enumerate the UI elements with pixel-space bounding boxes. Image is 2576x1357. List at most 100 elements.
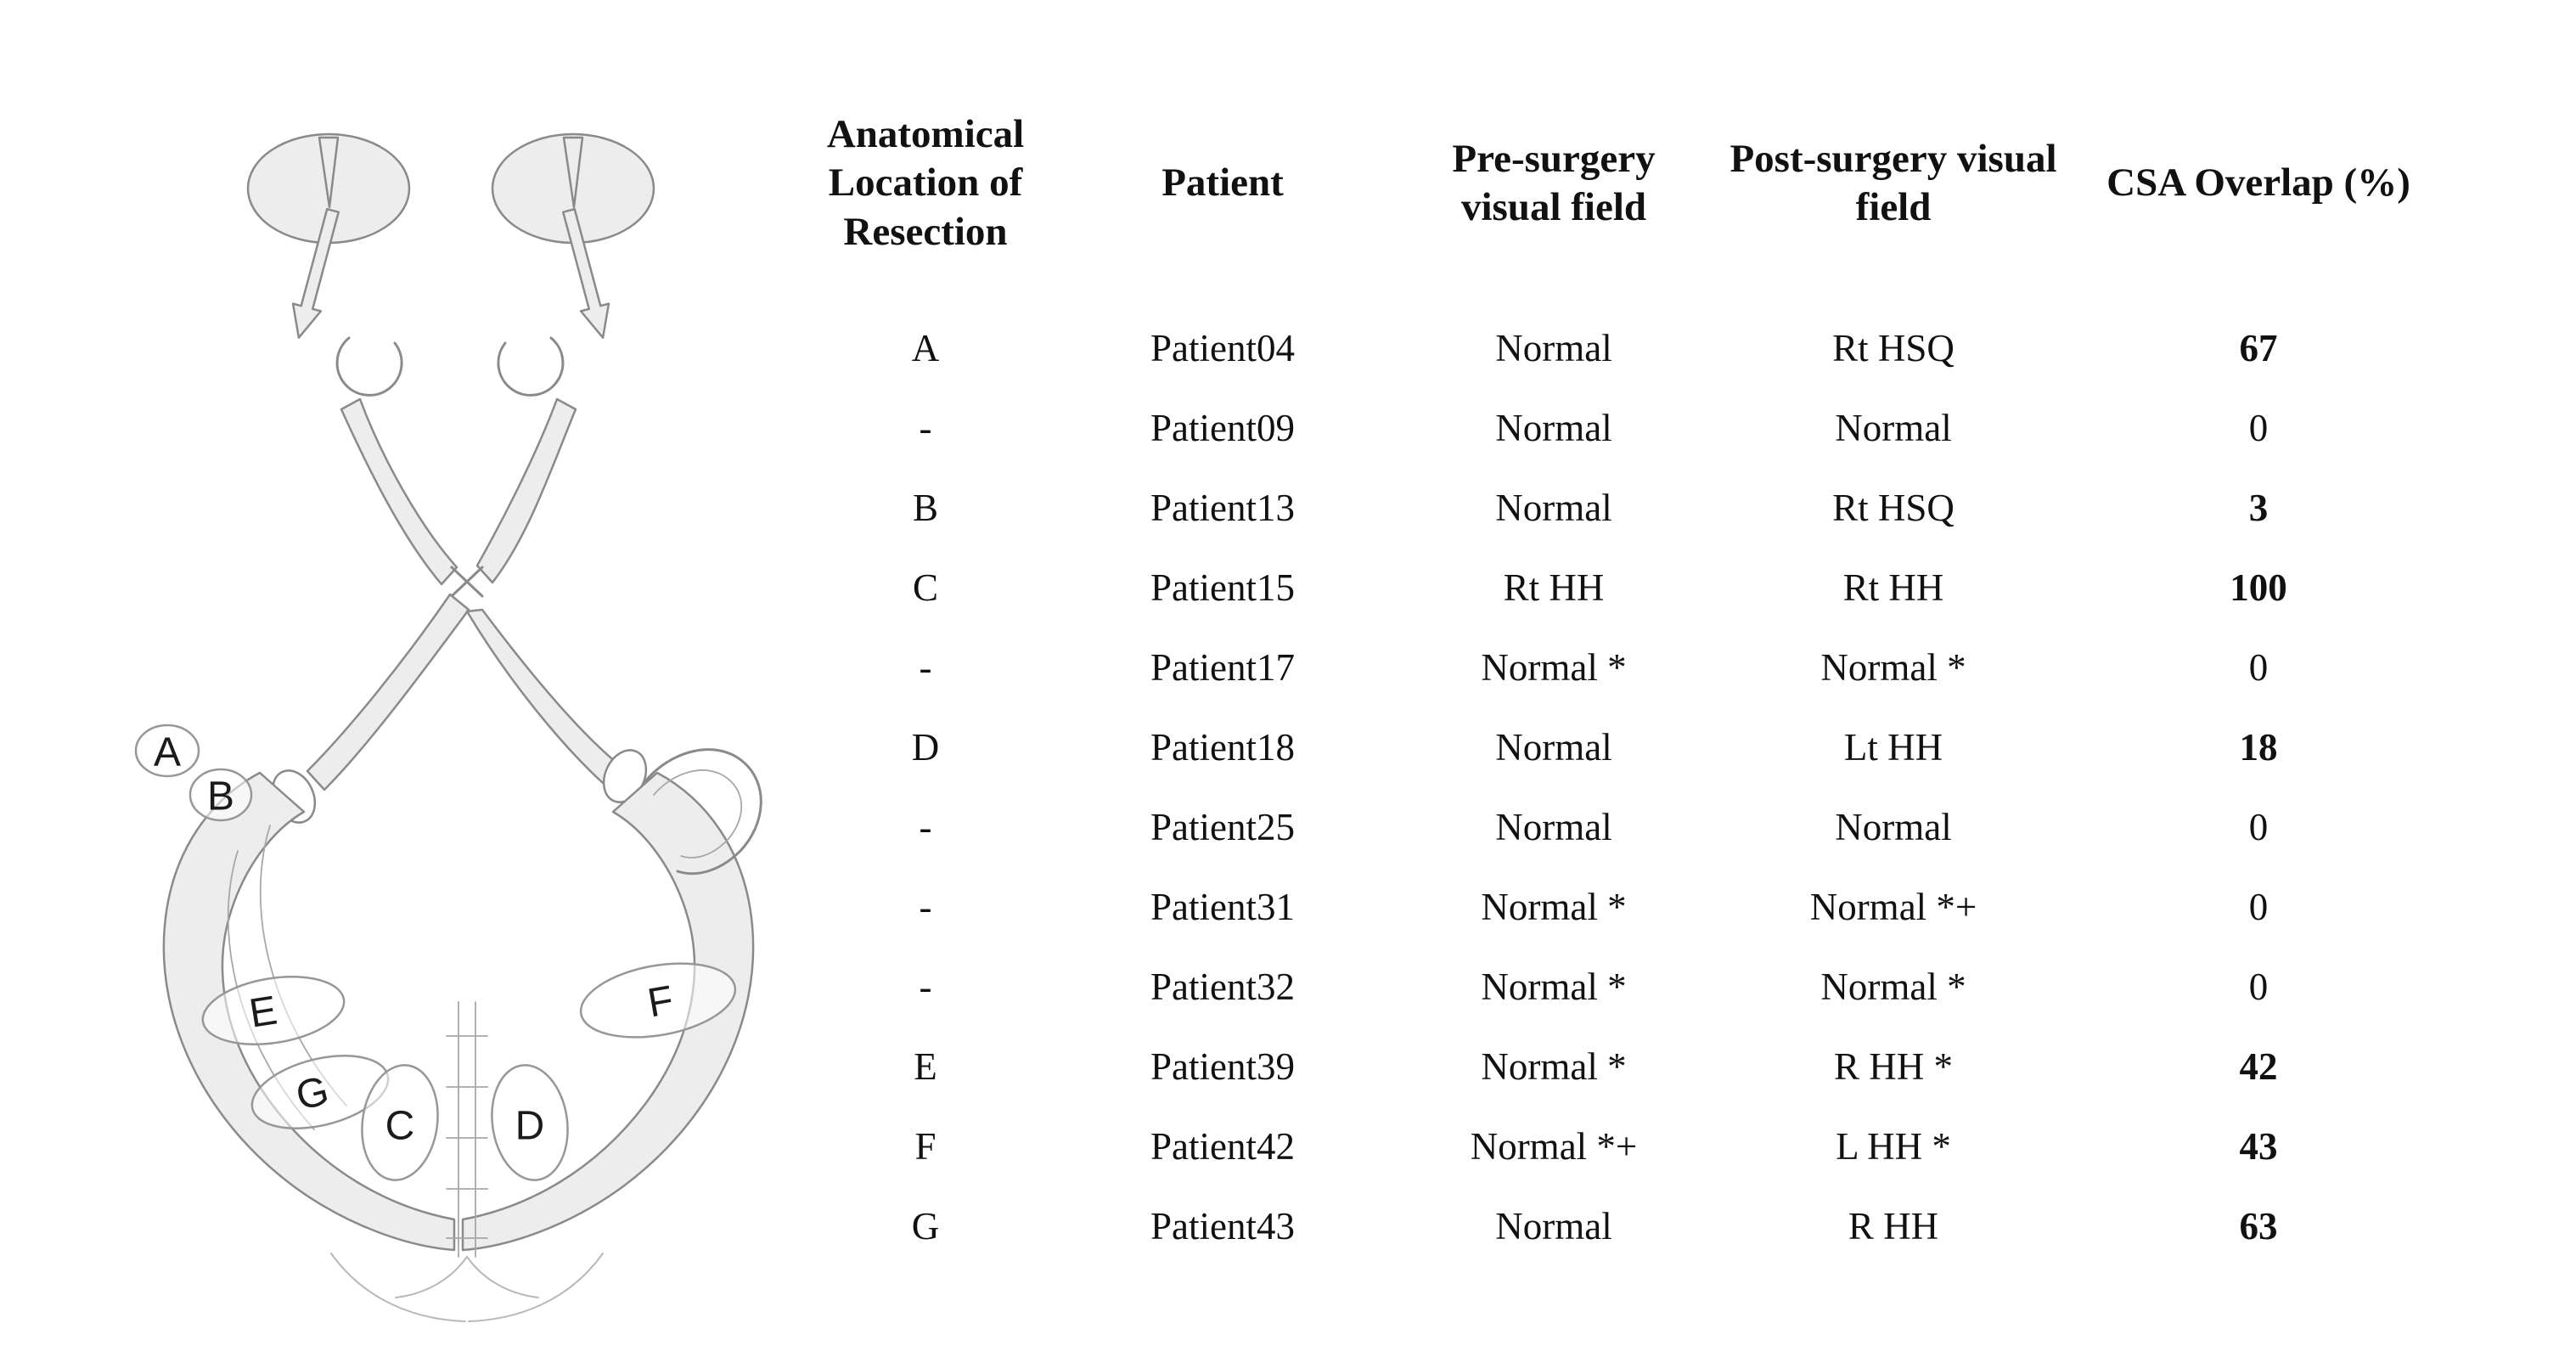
left-optic-radiation [162, 771, 456, 1252]
meyers-loop-inner-line [653, 769, 743, 859]
left-optic-nerve [340, 397, 458, 586]
left-eye-icon [246, 132, 411, 245]
cell-patient: Patient04 [1150, 326, 1295, 369]
header-patient: Patient [1161, 160, 1284, 206]
diagram-label-e: E [201, 975, 346, 1046]
cell-post: Normal *+ [1809, 885, 1977, 928]
cell-location: A [911, 326, 940, 369]
cell-patient: Patient42 [1150, 1124, 1295, 1168]
label-letter-b: B [207, 774, 234, 819]
header-post-surgery: Post-surgery visual field [1730, 136, 2057, 229]
diagram-label-c: C [361, 1064, 439, 1181]
table-row: A Patient04 Normal Rt HSQ 67 [798, 308, 2454, 388]
header-location: Anatomical Location of Resection [826, 112, 1025, 254]
label-letter-d: D [515, 1104, 545, 1149]
table-row: G Patient43 Normal R HH 63 [798, 1186, 2454, 1266]
cell-csa: 0 [2248, 965, 2269, 1008]
cell-pre: Normal * [1481, 965, 1627, 1008]
right-eye-icon [491, 132, 655, 245]
right-optic-nerve [475, 397, 577, 584]
cell-pre: Normal [1495, 725, 1612, 769]
visual-pathway-diagram: A B E G C D F [110, 119, 807, 1333]
cell-csa: 0 [2248, 885, 2269, 928]
cell-post: Rt HSQ [1832, 486, 1954, 529]
cell-pre: Normal * [1481, 1044, 1627, 1088]
cell-csa: 0 [2248, 645, 2269, 689]
table-row: - Patient32 Normal * Normal * 0 [798, 947, 2454, 1027]
cell-post: Normal * [1820, 965, 1966, 1008]
label-letter-c: C [385, 1104, 415, 1149]
cell-patient: Patient09 [1150, 406, 1295, 449]
right-optic-radiation [461, 771, 755, 1252]
right-hook-icon [497, 336, 565, 397]
cell-csa: 0 [2248, 406, 2269, 449]
cell-post: Normal * [1820, 645, 1966, 689]
right-optic-tract [465, 608, 618, 785]
left-hook-icon [335, 336, 403, 397]
cell-post: Lt HH [1843, 725, 1943, 769]
cell-patient: Patient13 [1150, 486, 1295, 529]
cell-location: - [919, 885, 932, 928]
cell-csa: 100 [2230, 566, 2287, 609]
midline-icon [446, 1001, 488, 1258]
table-row: - Patient09 Normal Normal 0 [798, 388, 2454, 468]
diagram-label-d: D [491, 1064, 569, 1181]
table-row: D Patient18 Normal Lt HH 18 [798, 707, 2454, 787]
cell-patient: Patient17 [1150, 645, 1295, 689]
cell-pre: Normal [1495, 326, 1612, 369]
table-header-row: Anatomical Location of Resection Patient… [798, 89, 2454, 278]
cell-post: L HH * [1836, 1124, 1951, 1168]
left-optic-nerve-arrow-icon [291, 207, 340, 339]
cell-post: Normal [1835, 805, 1952, 848]
cell-patient: Patient39 [1150, 1044, 1295, 1088]
table-row: B Patient13 Normal Rt HSQ 3 [798, 468, 2454, 548]
diagram-label-b: B [188, 768, 253, 822]
header-csa-overlap: CSA Overlap (%) [2106, 160, 2410, 206]
cell-location: C [912, 566, 938, 609]
table-body: A Patient04 Normal Rt HSQ 67 - Patient09… [798, 308, 2454, 1266]
cell-pre: Normal * [1481, 645, 1627, 689]
cell-pre: Rt HH [1503, 566, 1605, 609]
cell-post: R HH * [1833, 1044, 1953, 1088]
cell-post: R HH [1848, 1204, 1939, 1247]
cell-location: - [919, 965, 932, 1008]
cell-patient: Patient32 [1150, 965, 1295, 1008]
cell-patient: Patient31 [1150, 885, 1295, 928]
cell-location: B [912, 486, 938, 529]
cell-pre: Normal * [1481, 885, 1627, 928]
table-row: C Patient15 Rt HH Rt HH 100 [798, 548, 2454, 628]
cell-post: Normal [1835, 406, 1952, 449]
cell-pre: Normal [1495, 486, 1612, 529]
table-row: - Patient17 Normal * Normal * 0 [798, 628, 2454, 707]
table-row: E Patient39 Normal * R HH * 42 [798, 1027, 2454, 1106]
cell-patient: Patient18 [1150, 725, 1295, 769]
cell-csa: 0 [2248, 805, 2269, 848]
table-row: F Patient42 Normal *+ L HH * 43 [798, 1106, 2454, 1186]
cell-location: D [911, 725, 940, 769]
optic-chiasm-icon [450, 566, 484, 598]
table-row: - Patient31 Normal * Normal *+ 0 [798, 867, 2454, 947]
cell-pre: Normal [1495, 805, 1612, 848]
cell-pre: Normal *+ [1470, 1124, 1638, 1168]
cell-pre: Normal [1495, 406, 1612, 449]
cell-post: Rt HH [1842, 566, 1944, 609]
cell-location: - [919, 406, 932, 449]
cell-location: F [914, 1124, 936, 1168]
results-table: Anatomical Location of Resection Patient… [798, 89, 2454, 1266]
visual-pathway-svg: A B E G C D F [134, 132, 762, 1322]
label-letter-a: A [154, 730, 181, 775]
calcarine-branches-icon [330, 1253, 604, 1322]
right-optic-nerve-arrow-icon [561, 207, 610, 339]
diagram-label-g: G [250, 1055, 390, 1129]
cell-location: - [919, 805, 932, 848]
diagram-label-a: A [134, 724, 200, 778]
cell-post: Rt HSQ [1832, 326, 1954, 369]
cell-location: G [911, 1204, 940, 1247]
cell-pre: Normal [1495, 1204, 1612, 1247]
cell-patient: Patient25 [1150, 805, 1295, 848]
left-optic-tract [306, 593, 470, 791]
diagram-label-f: F [579, 962, 737, 1039]
cell-csa: 43 [2239, 1124, 2278, 1168]
header-pre-surgery: Pre-surgery visual field [1452, 136, 1656, 229]
cell-location: E [914, 1044, 937, 1088]
